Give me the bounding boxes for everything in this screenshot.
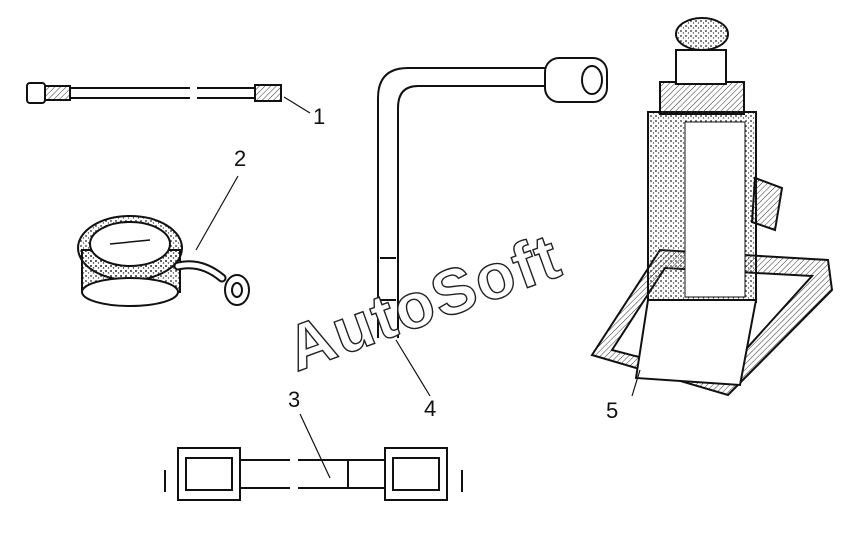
strap-icon [164, 413, 463, 501]
hose-icon [26, 82, 311, 114]
callout-3: 3 [288, 387, 300, 412]
callout-1: 1 [313, 104, 325, 129]
wheel-wrench-icon [377, 57, 608, 397]
callout-4: 4 [424, 396, 436, 421]
callout-5: 5 [606, 398, 618, 423]
callout-2: 2 [234, 146, 246, 171]
watermark-text: AutoSoft [277, 219, 570, 385]
bottle-jack-icon [590, 17, 834, 397]
pressure-gauge-icon [77, 175, 250, 307]
